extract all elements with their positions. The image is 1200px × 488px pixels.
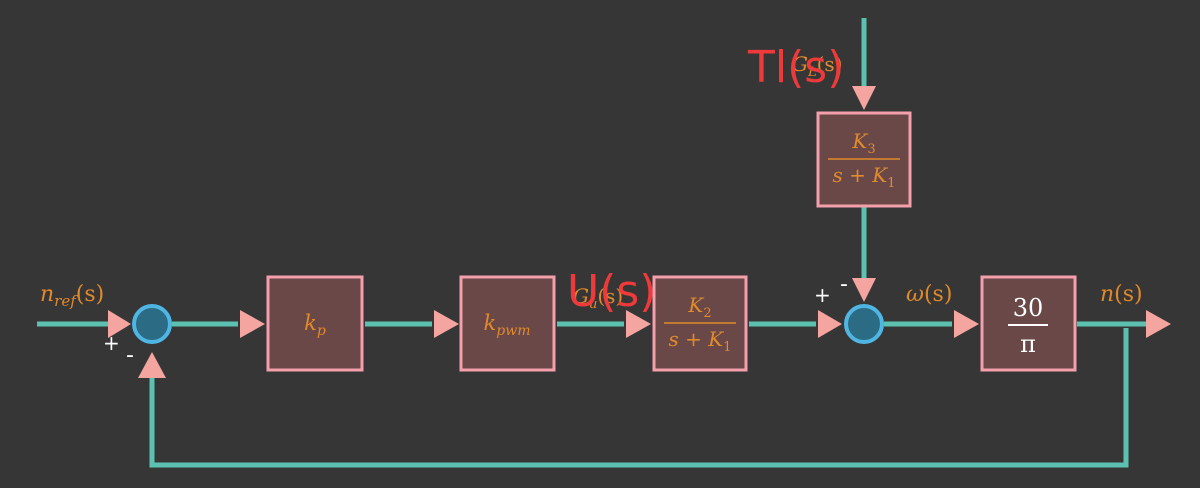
summing-junction-error bbox=[132, 304, 172, 344]
block-motor-denominator: s + K1 bbox=[669, 327, 732, 355]
sign-sum1-minus: - bbox=[126, 343, 134, 368]
sign-sum2-plus: + bbox=[814, 283, 831, 307]
block-disturbance: K3 s + K1 bbox=[816, 111, 912, 208]
block-disturbance-denominator: s + K1 bbox=[833, 163, 896, 191]
arrow-into-sum2 bbox=[818, 310, 842, 338]
arrowheads bbox=[108, 86, 1171, 378]
summing-junction-disturbance bbox=[844, 304, 884, 344]
block-motor: K2 s + K1 bbox=[652, 275, 748, 372]
block-gain-denominator: π bbox=[1020, 330, 1036, 358]
block-disturbance-numerator: K3 bbox=[851, 129, 875, 157]
arrow-into-kp bbox=[240, 310, 265, 338]
signal-label-disturbance: GL(s) bbox=[792, 52, 843, 80]
arrow-output bbox=[1146, 310, 1171, 338]
signal-label-control-voltage: Gu(s) bbox=[573, 284, 623, 312]
arrow-into-motor bbox=[626, 310, 651, 338]
arrow-feedback-into-sum1 bbox=[138, 352, 166, 378]
arrow-into-dist-block bbox=[852, 86, 876, 110]
signal-label-input: nref(s) bbox=[40, 282, 104, 310]
sign-sum1-plus: + bbox=[103, 331, 120, 355]
annotation-control-voltage: U(s) bbox=[567, 266, 656, 317]
block-kpwm: kpwm bbox=[459, 275, 556, 372]
signal-label-output: n(s) bbox=[1100, 282, 1143, 307]
arrow-into-gain bbox=[954, 310, 979, 338]
block-gain: 30 π bbox=[980, 275, 1077, 372]
block-kpwm-label: kpwm bbox=[484, 311, 531, 339]
block-motor-numerator: K2 bbox=[687, 293, 711, 321]
block-kp-label: kp bbox=[304, 311, 326, 339]
sign-sum2-minus: - bbox=[840, 272, 848, 297]
block-kp: kp bbox=[266, 275, 364, 372]
wire-feedback bbox=[149, 328, 1129, 468]
wires bbox=[37, 18, 1146, 468]
block-gain-numerator: 30 bbox=[1013, 294, 1044, 322]
annotation-disturbance-torque: Tl(s) bbox=[747, 42, 844, 93]
signal-label-speed: ω(s) bbox=[906, 282, 952, 307]
arrow-into-sum1 bbox=[108, 310, 131, 338]
arrow-dist-into-sum2 bbox=[852, 278, 876, 302]
arrow-into-kpwm bbox=[434, 310, 459, 338]
